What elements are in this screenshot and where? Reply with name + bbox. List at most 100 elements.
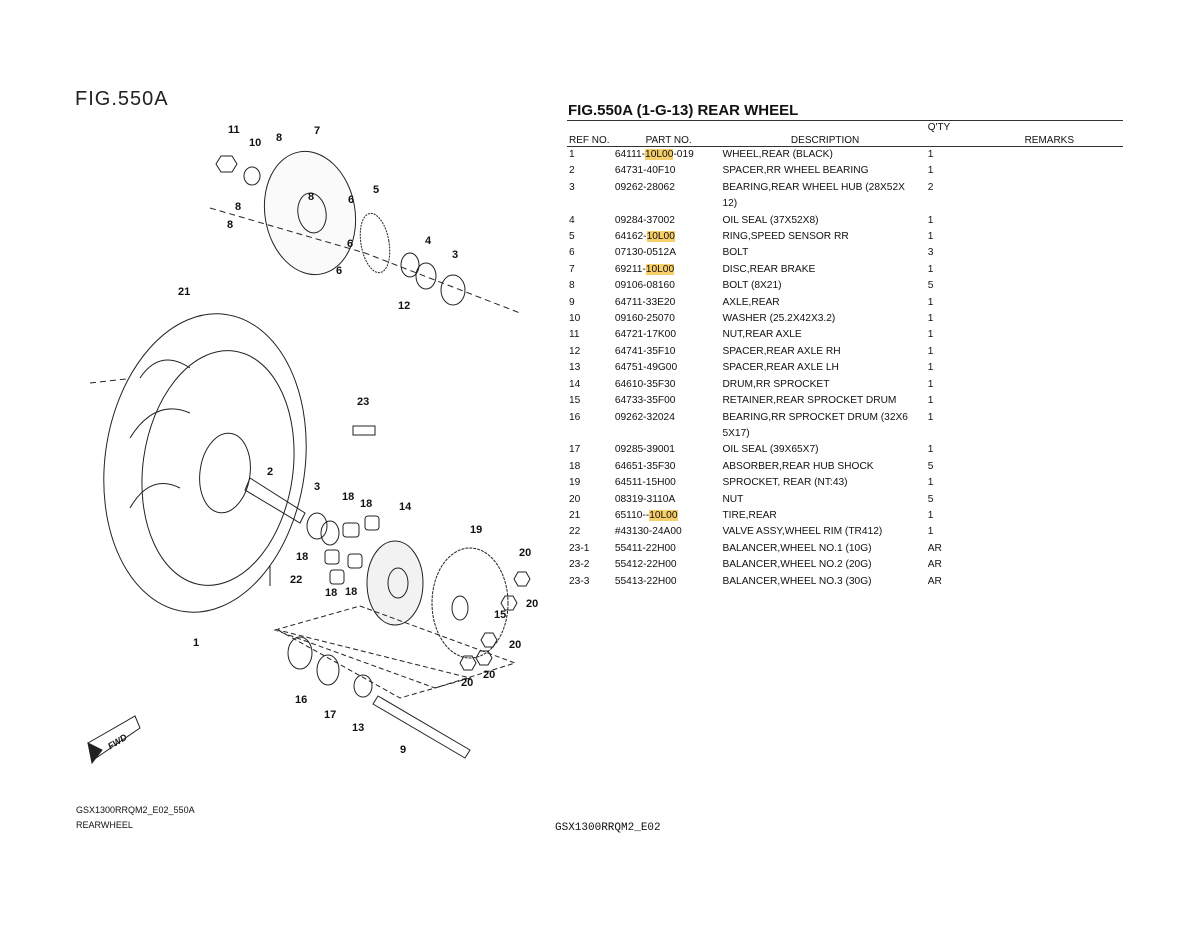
cell-desc: RING,SPEED SENSOR RR xyxy=(722,231,849,243)
callout-number: 6 xyxy=(336,265,342,277)
part-prefix: 09284-37002 xyxy=(614,214,675,226)
cell-qty: 1 xyxy=(927,477,934,489)
cell-desc: OIL SEAL (37X52X8) xyxy=(722,214,819,226)
cell-qty: 1 xyxy=(927,395,934,407)
cell-part: 64741-35F10 xyxy=(615,344,723,360)
cell-ref: 14 xyxy=(569,378,581,390)
sensor-ring-drawing xyxy=(359,212,391,274)
exploded-parts-diagram: 11 10 8 7 5 6 8 8 8 4 3 6 6 12 21 23 2 3… xyxy=(60,118,560,798)
cell-part: 64651-35F30 xyxy=(615,459,723,475)
part-highlight: 10L00 xyxy=(649,509,678,521)
callout-number: 18 xyxy=(345,586,357,598)
part-prefix: 09160-25070 xyxy=(614,313,675,325)
cell-remarks xyxy=(976,492,1123,508)
cell-qty: 1 xyxy=(927,345,934,357)
cell-ref: 23-2 xyxy=(569,559,590,571)
callout-number: 11 xyxy=(228,124,240,136)
cell-remarks xyxy=(976,147,1123,164)
part-suffix: -019 xyxy=(673,149,694,160)
footer-left: GSX1300RRQM2_E02_550A REARWHEEL xyxy=(76,803,195,833)
cell-part: 08319-3110A xyxy=(615,492,723,508)
cell-qty: 1 xyxy=(927,165,934,177)
cell-remarks xyxy=(976,213,1123,229)
callout-number: 6 xyxy=(347,238,353,250)
cell-remarks xyxy=(976,524,1123,540)
cell-part: 64751-49G00 xyxy=(615,360,723,376)
page-fig-title: FIG.550A xyxy=(75,88,169,110)
cell-qty: 1 xyxy=(927,509,934,521)
part-prefix: 09106-08160 xyxy=(614,280,675,292)
cell-ref: 17 xyxy=(569,444,581,456)
cell-part: 09262-28062 xyxy=(615,180,723,213)
cell-part: 09106-08160 xyxy=(615,278,723,294)
cell-desc: WHEEL,REAR (BLACK) xyxy=(722,149,833,160)
cell-qty: 1 xyxy=(927,444,934,456)
cell-desc: BALANCER,WHEEL NO.3 (30G) xyxy=(722,575,872,587)
table-row: 2 64731-40F10 SPACER,RR WHEEL BEARING 1 xyxy=(567,163,1123,179)
cell-ref: 18 xyxy=(569,460,581,472)
header-part: PART NO. xyxy=(614,120,723,147)
part-prefix: 08319-3110A xyxy=(614,493,676,505)
cell-qty: 1 xyxy=(927,296,934,308)
cell-desc: SPACER,RR WHEEL BEARING xyxy=(722,165,869,177)
cell-remarks xyxy=(976,557,1123,573)
cell-part: 65110--10L00 xyxy=(615,508,723,524)
cell-desc: BALANCER,WHEEL NO.2 (20G) xyxy=(722,559,872,571)
cell-remarks xyxy=(976,377,1123,393)
header-qty: Q'TY xyxy=(927,120,976,147)
cell-ref: 2 xyxy=(569,165,575,177)
cell-desc: RETAINER,REAR SPROCKET DRUM xyxy=(722,395,897,407)
cell-ref: 16 xyxy=(569,411,581,423)
part-prefix: 64711-33E20 xyxy=(614,296,676,308)
part-prefix: 55412-22H00 xyxy=(614,559,677,571)
cell-qty: 1 xyxy=(927,526,934,538)
callout-number: 20 xyxy=(509,639,521,651)
sprocket-drawing xyxy=(431,547,509,659)
part-highlight: 10L00 xyxy=(645,149,674,160)
sprocket-drum-drawing xyxy=(366,540,424,626)
cell-remarks xyxy=(976,475,1123,491)
callout-number: 13 xyxy=(352,722,364,734)
cell-desc: NUT xyxy=(722,493,744,505)
cell-ref: 23-1 xyxy=(569,542,590,554)
part-prefix: 64162- xyxy=(614,231,647,243)
cell-ref: 4 xyxy=(569,214,575,226)
cell-qty: 3 xyxy=(927,247,934,259)
callout-number: 8 xyxy=(308,191,314,203)
cell-part: 07130-0512A xyxy=(615,245,723,261)
cell-part: 09284-37002 xyxy=(615,213,723,229)
cell-remarks xyxy=(976,410,1123,443)
cell-ref: 22 xyxy=(569,526,581,538)
cell-qty: 5 xyxy=(927,493,934,505)
cell-part: 09285-39001 xyxy=(615,442,723,458)
cell-ref: 8 xyxy=(569,280,575,292)
cell-remarks xyxy=(976,360,1123,376)
cell-ref: 15 xyxy=(569,395,581,407)
cell-desc: VALVE ASSY,WHEEL RIM (TR412) xyxy=(722,526,883,538)
part-prefix: 64111- xyxy=(614,149,646,160)
cell-ref: 11 xyxy=(569,329,580,341)
callout-number: 23 xyxy=(357,396,369,408)
part-prefix: 09262-28062 xyxy=(614,181,675,193)
cell-remarks xyxy=(976,295,1123,311)
cell-qty: 5 xyxy=(927,460,934,472)
part-prefix: 64731-40F10 xyxy=(614,165,676,177)
callout-number: 8 xyxy=(227,219,233,231)
callout-number: 3 xyxy=(452,249,458,261)
cell-remarks xyxy=(976,442,1123,458)
cell-ref: 1 xyxy=(569,149,575,160)
cell-ref: 3 xyxy=(569,181,575,193)
header-desc: DESCRIPTION xyxy=(722,120,928,147)
callout-number: 17 xyxy=(324,709,336,721)
cell-remarks xyxy=(976,278,1123,294)
